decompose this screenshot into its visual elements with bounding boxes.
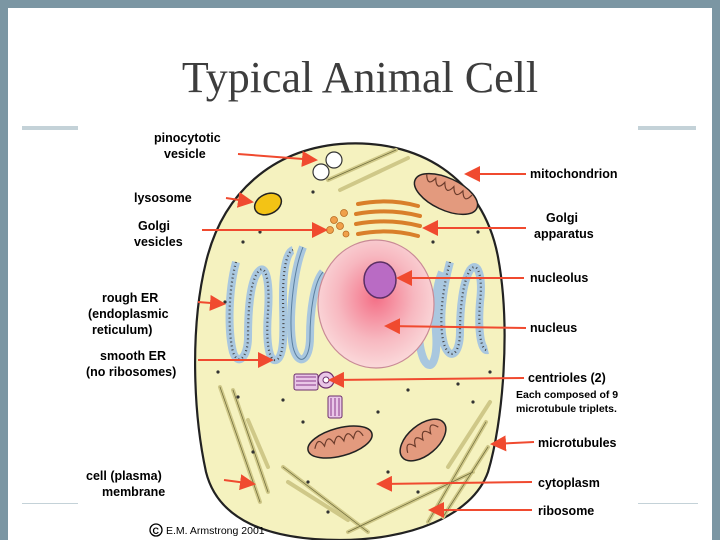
- golgi-vesicles: [326, 209, 350, 238]
- animal-cell-diagram: pinocytotic vesicle lysosome Golgi vesic…: [86, 131, 621, 540]
- slide-title: Typical Animal Cell: [181, 53, 539, 102]
- label-smooth-er: smooth ER (no ribosomes): [86, 349, 176, 379]
- label-golgi-vesicles: Golgi vesicles: [134, 219, 183, 249]
- animal-cell-figure: pinocytotic vesicle lysosome Golgi vesic…: [78, 122, 638, 540]
- label-ribosome: ribosome: [538, 504, 594, 518]
- label-cytoplasm: cytoplasm: [538, 476, 600, 490]
- credit-text: E.M. Armstrong 2001: [166, 525, 265, 537]
- mitochondrion-bottom-left: [307, 425, 373, 459]
- nucleolus: [363, 261, 397, 299]
- centriole-1: [293, 373, 319, 391]
- label-nucleus: nucleus: [530, 321, 577, 335]
- label-microtubules: microtubules: [538, 436, 617, 450]
- nucleus: [317, 239, 435, 369]
- label-centrioles: centrioles (2): [528, 371, 606, 385]
- copyright-credit: C E.M. Armstrong 2001: [149, 523, 265, 537]
- mitochondrion-bottom-right: [399, 418, 447, 462]
- pinocytotic-vesicle: [312, 151, 343, 181]
- mitochondrion-top: [413, 172, 479, 216]
- label-nucleolus: nucleolus: [530, 271, 588, 285]
- free-ribosomes: [216, 190, 492, 514]
- label-lysosome: lysosome: [134, 191, 192, 205]
- label-cell-membrane: cell (plasma) membrane: [86, 469, 165, 499]
- copyright-symbol: C: [153, 526, 160, 536]
- lysosome: [253, 192, 283, 216]
- label-rough-er: rough ER (endoplasmic reticulum): [88, 291, 172, 337]
- title-rule-right: [636, 126, 696, 130]
- label-arrows: [197, 150, 535, 518]
- golgi-apparatus: [354, 199, 422, 238]
- label-pinocytotic-vesicle: pinocytotic vesicle: [154, 131, 224, 161]
- label-centrioles-note: Each composed of 9 microtubule triplets.: [516, 389, 621, 415]
- centriole-3: [327, 395, 343, 419]
- rough-er-left: [225, 246, 296, 364]
- label-golgi-apparatus: Golgi apparatus: [534, 211, 594, 241]
- ribosome-dots-right: [440, 261, 489, 356]
- label-mitochondrion: mitochondrion: [530, 167, 618, 181]
- title-rule-left: [22, 126, 82, 130]
- slide: Typical Animal Cell: [8, 8, 712, 540]
